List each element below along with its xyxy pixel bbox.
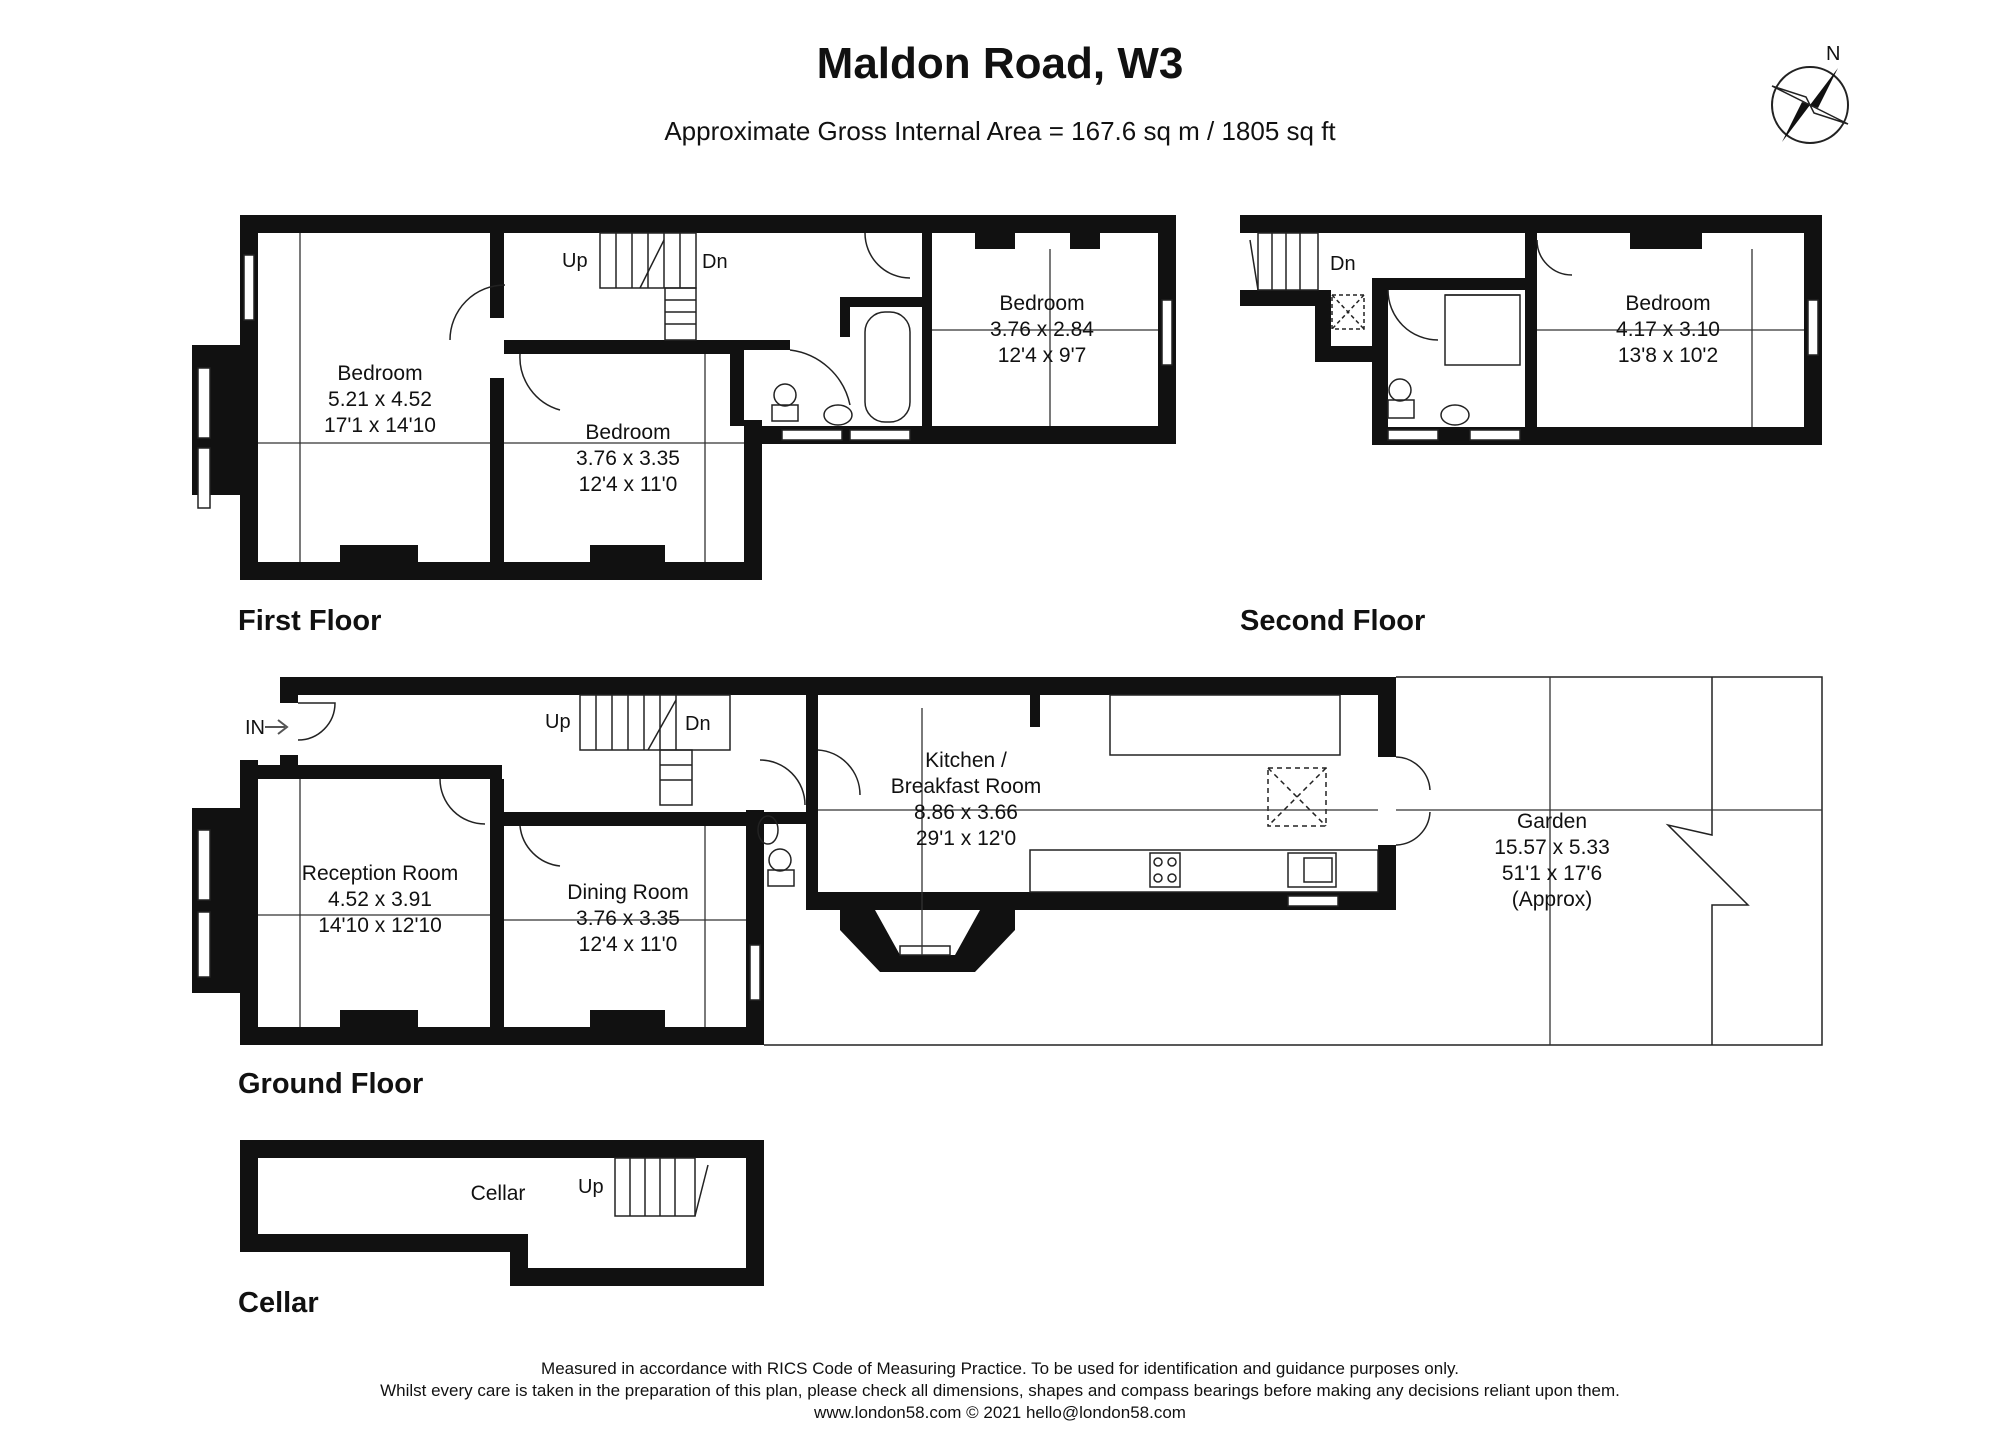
garden-metric: 15.57 x 5.33 [1494,836,1610,859]
dining-room-metric: 3.76 x 3.35 [576,907,680,930]
entrance-arrow-icon [265,719,289,735]
entrance-label: IN [245,717,265,739]
reception-room-metric: 4.52 x 3.91 [328,888,432,911]
first-floor-plan: Bedroom 5.21 x 4.52 17'1 x 14'10 Bedroom… [192,215,1176,637]
reception-room-name: Reception Room [302,862,458,885]
first-floor-stairs-up: Up [562,250,588,272]
ground-floor-plan: IN Up Dn Reception Room 4.52 x 3.91 14'1… [192,676,1823,1100]
cellar-stairs-up: Up [578,1176,604,1198]
first-floor-stairs-down: Dn [702,251,728,273]
second-floor-bedroom-name: Bedroom [1625,292,1710,315]
second-floor-bedroom-imperial: 13'8 x 10'2 [1618,344,1718,367]
disclaimer-line-1: Measured in accordance with RICS Code of… [541,1359,1459,1378]
first-floor-bedroom-2-imperial: 12'4 x 11'0 [579,473,678,496]
plan-title: Maldon Road, W3 [817,39,1184,88]
disclaimer-line-2: Whilst every care is taken in the prepar… [380,1381,1620,1400]
dining-room-imperial: 12'4 x 11'0 [579,933,678,956]
first-floor-bedroom-2-name: Bedroom [585,421,670,444]
first-floor-bedroom-3-metric: 3.76 x 2.84 [990,318,1094,341]
kitchen-name-line-2: Breakfast Room [891,775,1042,798]
garden-approx-note: (Approx) [1512,888,1593,911]
reception-room-imperial: 14'10 x 12'10 [318,914,442,937]
kitchen-metric: 8.86 x 3.66 [914,801,1018,824]
ground-floor-stairs-up: Up [545,711,571,733]
first-floor-bedroom-1-name: Bedroom [337,362,422,385]
kitchen-name-line-1: Kitchen / [925,749,1007,772]
cellar-plan: Cellar Up Cellar [238,1140,764,1319]
second-floor-stairs-down: Dn [1330,253,1356,275]
first-floor-bedroom-1-metric: 5.21 x 4.52 [328,388,432,411]
kitchen-imperial: 29'1 x 12'0 [916,827,1016,850]
second-floor-bedroom-metric: 4.17 x 3.10 [1616,318,1720,341]
first-floor-bedroom-2-metric: 3.76 x 3.35 [576,447,680,470]
garden-imperial: 51'1 x 17'6 [1502,862,1602,885]
disclaimer-line-3: www.london58.com © 2021 hello@london58.c… [813,1403,1186,1422]
compass-north-label: N [1826,43,1840,65]
first-floor-bedroom-1-imperial: 17'1 x 14'10 [324,414,436,437]
first-floor-heading: First Floor [238,605,381,637]
first-floor-bedroom-3-imperial: 12'4 x 9'7 [998,344,1087,367]
dining-room-name: Dining Room [567,881,688,904]
ground-floor-heading: Ground Floor [238,1068,423,1100]
cellar-heading: Cellar [238,1287,319,1319]
ground-floor-stairs-down: Dn [685,713,711,735]
cellar-room-name: Cellar [471,1182,526,1205]
garden-name: Garden [1517,810,1587,833]
compass-icon: N [1771,43,1849,144]
first-floor-bedroom-3-name: Bedroom [999,292,1084,315]
area-subtitle: Approximate Gross Internal Area = 167.6 … [664,116,1336,146]
second-floor-heading: Second Floor [1240,605,1425,637]
second-floor-plan: Bedroom 4.17 x 3.10 13'8 x 10'2 Dn Secon… [1240,215,1822,637]
